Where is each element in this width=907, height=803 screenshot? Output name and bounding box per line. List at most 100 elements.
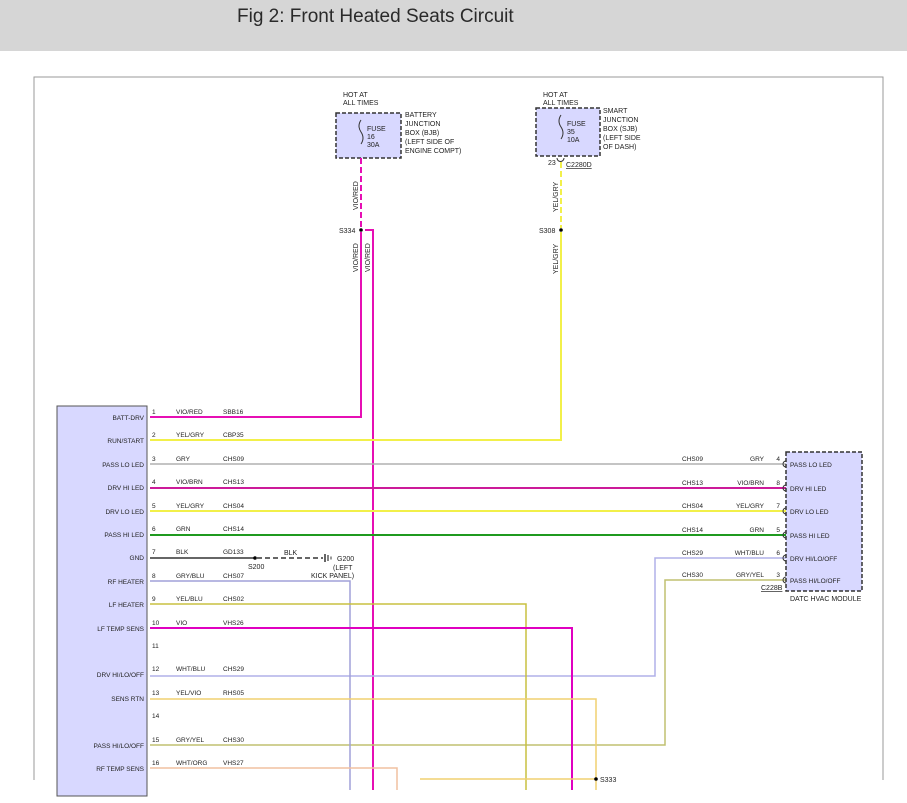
datc-pin-connector <box>782 554 787 562</box>
sjb-desc-5: OF DASH) <box>603 144 636 151</box>
wire-color-label: GRN <box>750 527 765 534</box>
datc-pin-number: 5 <box>776 527 780 534</box>
sjb-hot-line2: ALL TIMES <box>543 100 579 107</box>
g200-desc-1: (LEFT <box>333 565 353 572</box>
seat-module-pin-number: 2 <box>152 432 156 439</box>
circuit-id-label: RHS05 <box>223 690 244 697</box>
sjb-fuse-symbol <box>558 114 564 140</box>
seat-module-pin-label: PASS HI/LO/OFF <box>94 743 144 750</box>
wire-color-label: WHT/BLU <box>735 550 765 557</box>
wire-color-label: WHT/BLU <box>176 666 206 673</box>
run-start-wire <box>150 232 562 441</box>
seat-module-pin-label: DRV HI LED <box>108 485 145 492</box>
wire-color-label: VIO/BRN <box>737 480 764 487</box>
lf-heater-wire <box>150 603 527 790</box>
s334-wire-label-1: VIO/RED <box>353 243 360 272</box>
bjb-hot-line1: HOT AT <box>343 92 368 99</box>
circuit-id-label: SBB16 <box>223 409 244 416</box>
circuit-id-label: CHS07 <box>223 573 244 580</box>
bjb-wire-label: VIO/RED <box>353 181 360 210</box>
datc-pin-connector <box>782 484 787 492</box>
wire-color-label: VIO <box>176 620 187 627</box>
datc-pin-label: DRV LO LED <box>790 509 829 516</box>
wire-color-label: BLK <box>176 549 189 556</box>
wire-color-label: YEL/GRY <box>176 432 205 439</box>
sens-rtn-wire <box>150 698 597 790</box>
datc-pin-label: PASS LO LED <box>790 462 832 469</box>
sjb-pin-23: 23 <box>548 160 556 167</box>
circuit-id-label: CHS30 <box>682 572 703 579</box>
seat-module-pin-number: 4 <box>152 479 156 486</box>
bjb-fuse-number: 16 <box>367 134 375 141</box>
s308-splice-dot <box>559 228 563 232</box>
s333-splice-dot <box>594 777 598 781</box>
datc-pin-number: 3 <box>776 572 780 579</box>
datc-pin-label: DRV HI LED <box>790 486 827 493</box>
seat-module-pin-number: 11 <box>152 643 159 650</box>
bjb-fuse-symbol <box>358 119 364 145</box>
bjb-fuse: HOT AT ALL TIMES FUSE 16 30A BATTERY JUN… <box>335 92 461 159</box>
rf-temp-sens-wire <box>150 767 398 790</box>
datc-pin-connector <box>782 531 787 539</box>
seat-module-pin-number: 1 <box>152 409 156 416</box>
seat-module-pin-number: 5 <box>152 503 156 510</box>
datc-pin-connector <box>782 576 787 584</box>
seat-module-pin-number: 14 <box>152 713 160 720</box>
circuit-id-label: CHS29 <box>223 666 244 673</box>
datc-module-name: DATC HVAC MODULE <box>790 596 862 603</box>
drv-hi-lo-off-wire <box>150 557 786 677</box>
datc-module-box <box>785 451 863 592</box>
seat-module-pin-label: RUN/START <box>107 438 144 445</box>
datc-pin-number: 6 <box>776 550 780 557</box>
sjb-connector-label: C2280D <box>566 162 592 169</box>
circuit-id-label: CHS04 <box>682 503 703 510</box>
seat-module-pin-number: 10 <box>152 620 160 627</box>
bjb-fuse-label: FUSE <box>367 126 386 133</box>
sjb-fuse-rating: 10A <box>567 137 580 144</box>
circuit-id-label: CHS30 <box>223 737 244 744</box>
circuit-id-label: CHS09 <box>682 456 703 463</box>
seat-module-pin-label: LF TEMP SENS <box>97 626 144 633</box>
circuit-id-label: CHS04 <box>223 503 244 510</box>
sjb-box <box>535 107 601 157</box>
wire-color-label: YEL/GRY <box>176 503 205 510</box>
seat-module-pin-label: DRV HI/LO/OFF <box>97 672 144 679</box>
datc-pin-label: PASS HI/LO/OFF <box>790 578 840 585</box>
seat-module-pin-label: RF TEMP SENS <box>96 766 144 773</box>
title-bar <box>0 0 907 51</box>
sjb-desc-3: BOX (SJB) <box>603 126 637 133</box>
seat-module-pin-number: 16 <box>152 760 160 767</box>
datc-pin-label: DRV HI/LO/OFF <box>790 556 837 563</box>
rf-heater-wire <box>150 580 351 790</box>
seat-module-pin-label: DRV LO LED <box>105 509 144 516</box>
sjb-wire-label: YEL/GRY <box>553 181 560 212</box>
seat-module-pin-number: 8 <box>152 573 156 580</box>
datc-pin-label: PASS HI LED <box>790 533 830 540</box>
s308-label: S308 <box>539 228 555 235</box>
datc-pin-number: 4 <box>776 456 780 463</box>
bjb-fuse-rating: 30A <box>367 142 380 149</box>
sjb-fuse-number: 35 <box>567 129 575 136</box>
seat-module-box <box>56 405 148 797</box>
circuit-id-label: CHS13 <box>223 479 244 486</box>
seat-module-pin-number: 7 <box>152 549 156 556</box>
s200-label: S200 <box>248 564 264 571</box>
wire-color-label: YEL/VIO <box>176 690 201 697</box>
sjb-fuse-label: FUSE <box>567 121 586 128</box>
sjb-hot-line1: HOT AT <box>543 92 568 99</box>
datc-pin-connector <box>782 507 787 515</box>
wire-color-label: GRY <box>176 456 191 463</box>
seat-module-pin-label: SENS RTN <box>111 696 144 703</box>
datc-pin-number: 7 <box>776 503 780 510</box>
seat-module-pin-label: LF HEATER <box>109 602 145 609</box>
circuit-id-label: CHS29 <box>682 550 703 557</box>
circuit-id-label: VHS26 <box>223 620 244 627</box>
figure-title: Fig 2: Front Heated Seats Circuit <box>237 6 514 27</box>
wire-color-label: YEL/BLU <box>176 596 203 603</box>
circuit-id-label: CBP35 <box>223 432 244 439</box>
bjb-desc-2: JUNCTION <box>405 121 440 128</box>
g200-label: G200 <box>337 556 354 563</box>
seat-module-pin-number: 15 <box>152 737 160 744</box>
